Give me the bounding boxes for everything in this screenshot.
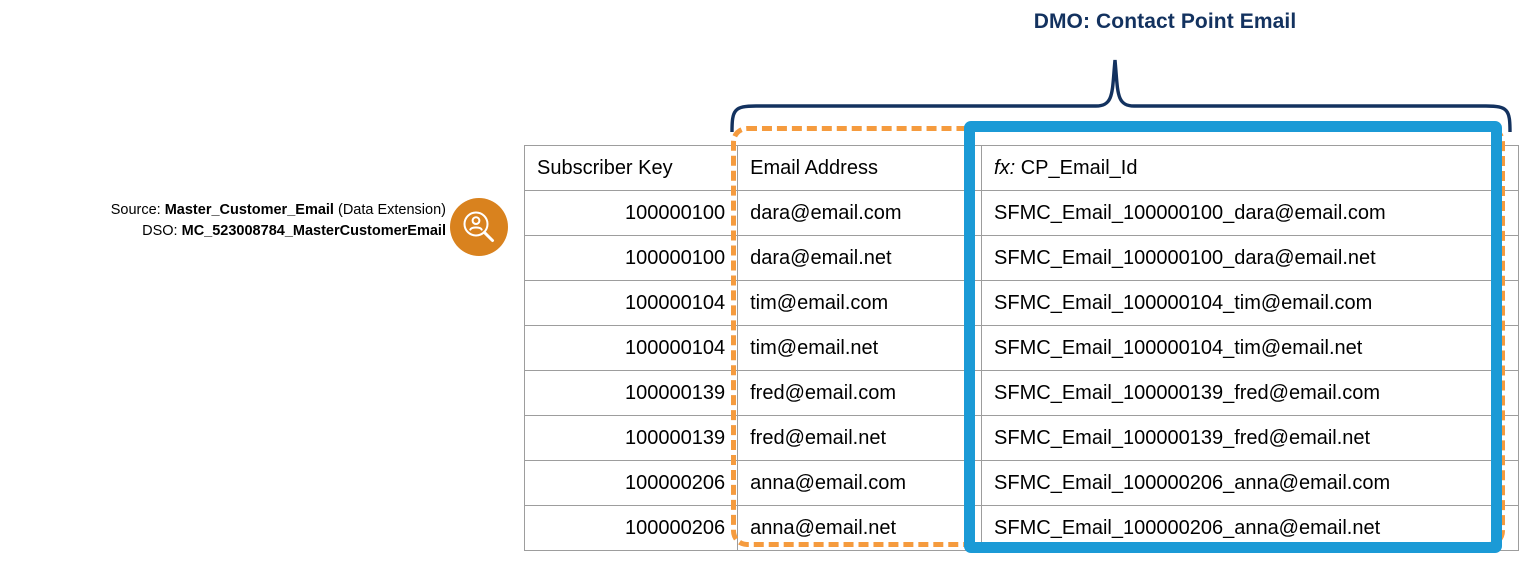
cell-cp-email-id: SFMC_Email_100000139_fred@email.net xyxy=(981,415,1519,461)
column-header-cp-email-id[interactable]: fx: CP_Email_Id xyxy=(981,145,1519,191)
table-body: 100000100 dara@email.com SFMC_Email_1000… xyxy=(523,190,1519,551)
source-line: Source: Master_Customer_Email (Data Exte… xyxy=(14,200,446,221)
cell-subscriber-key: 100000104 xyxy=(523,325,739,371)
cell-email-address: anna@email.net xyxy=(737,505,983,551)
cell-cp-email-id: SFMC_Email_100000100_dara@email.com xyxy=(981,190,1519,236)
cell-subscriber-key: 100000100 xyxy=(523,235,739,281)
cell-cp-email-id: SFMC_Email_100000139_fred@email.com xyxy=(981,370,1519,416)
cell-email-address: anna@email.com xyxy=(737,460,983,506)
cell-cp-email-id: SFMC_Email_100000104_tim@email.com xyxy=(981,280,1519,326)
brace-connector xyxy=(730,59,1512,132)
cell-subscriber-key: 100000104 xyxy=(523,280,739,326)
source-caption: Source: Master_Customer_Email (Data Exte… xyxy=(14,200,446,242)
column-header-cp-email-id-text: CP_Email_Id xyxy=(1020,156,1138,179)
page-title: DMO: Contact Point Email xyxy=(1033,10,1297,33)
table-row: 100000104 tim@email.com SFMC_Email_10000… xyxy=(523,280,1519,326)
column-header-subscriber-key[interactable]: Subscriber Key xyxy=(523,145,739,191)
table-row: 100000206 anna@email.com SFMC_Email_1000… xyxy=(523,460,1519,506)
source-prefix: Source: xyxy=(110,202,165,218)
data-table: Subscriber Key Email Address fx: CP_Emai… xyxy=(523,145,1519,551)
cell-cp-email-id: SFMC_Email_100000206_anna@email.com xyxy=(981,460,1519,506)
cell-subscriber-key: 100000139 xyxy=(523,370,739,416)
dso-name: MC_523008784_MasterCustomerEmail xyxy=(181,223,446,239)
cell-subscriber-key: 100000206 xyxy=(523,460,739,506)
cell-cp-email-id: SFMC_Email_100000206_anna@email.net xyxy=(981,505,1519,551)
cell-email-address: tim@email.net xyxy=(737,325,983,371)
cell-email-address: tim@email.com xyxy=(737,280,983,326)
table-row: 100000100 dara@email.com SFMC_Email_1000… xyxy=(523,190,1519,236)
cell-subscriber-key: 100000206 xyxy=(523,505,739,551)
cell-email-address: fred@email.net xyxy=(737,415,983,461)
cell-email-address: dara@email.com xyxy=(737,190,983,236)
customer-search-icon xyxy=(450,198,508,256)
cell-cp-email-id: SFMC_Email_100000100_dara@email.net xyxy=(981,235,1519,281)
table-row: 100000100 dara@email.net SFMC_Email_1000… xyxy=(523,235,1519,281)
dso-prefix: DSO: xyxy=(142,223,182,239)
table-row: 100000139 fred@email.com SFMC_Email_1000… xyxy=(523,370,1519,416)
cell-cp-email-id: SFMC_Email_100000104_tim@email.net xyxy=(981,325,1519,371)
table-row: 100000206 anna@email.net SFMC_Email_1000… xyxy=(523,505,1519,551)
cell-subscriber-key: 100000139 xyxy=(523,415,739,461)
column-header-email-address[interactable]: Email Address xyxy=(737,145,983,191)
fx-label: fx: xyxy=(994,156,1016,179)
source-data-extension-name: Master_Customer_Email xyxy=(164,202,334,218)
table-row: 100000139 fred@email.net SFMC_Email_1000… xyxy=(523,415,1519,461)
cell-subscriber-key: 100000100 xyxy=(523,190,739,236)
dso-line: DSO: MC_523008784_MasterCustomerEmail xyxy=(14,221,446,242)
table-header-row: Subscriber Key Email Address fx: CP_Emai… xyxy=(523,145,1519,191)
cell-email-address: dara@email.net xyxy=(737,235,983,281)
source-suffix: (Data Extension) xyxy=(333,202,446,218)
table-row: 100000104 tim@email.net SFMC_Email_10000… xyxy=(523,325,1519,371)
cell-email-address: fred@email.com xyxy=(737,370,983,416)
